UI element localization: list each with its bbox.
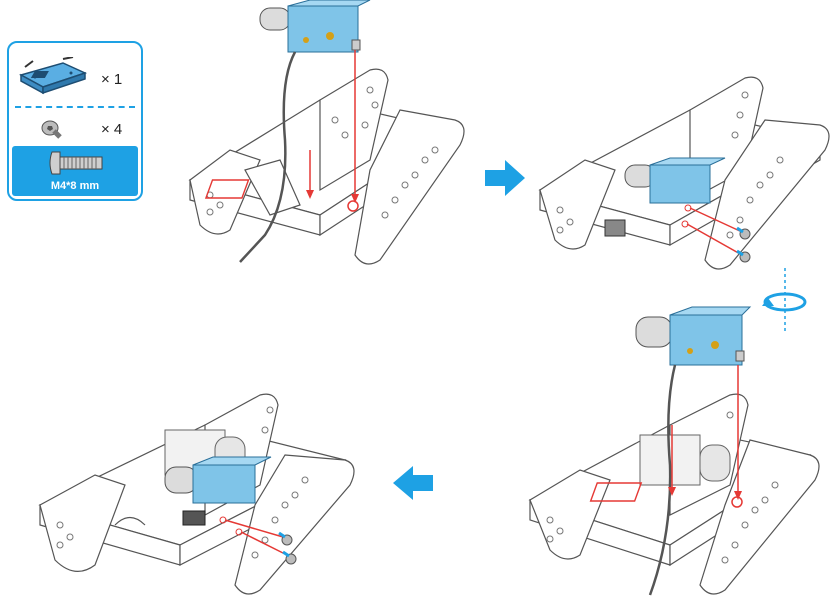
screw-spec-tag: M4*8 mm — [12, 146, 138, 196]
parts-row-bracket: × 1 — [9, 49, 141, 105]
parts-row-screw: × 4 — [9, 113, 141, 143]
motor-bracket-icon — [19, 57, 88, 95]
step-3-illustration — [528, 306, 820, 596]
step-2-illustration — [538, 76, 830, 270]
step-4-illustration — [38, 393, 355, 595]
screw-side-icon — [49, 151, 103, 175]
step-1-illustration — [188, 0, 465, 265]
screw-spec: M4*8 mm — [50, 180, 100, 192]
bracket-quantity: × 1 — [101, 71, 123, 88]
arrow-right-icon — [485, 160, 525, 196]
screw-quantity: × 4 — [101, 121, 123, 138]
parts-list: × 1 × 4 M4*8 mm — [7, 41, 143, 201]
screw-icon — [41, 120, 62, 139]
rotate-icon — [762, 268, 807, 334]
divider — [15, 106, 135, 108]
arrow-left-icon — [393, 466, 433, 500]
